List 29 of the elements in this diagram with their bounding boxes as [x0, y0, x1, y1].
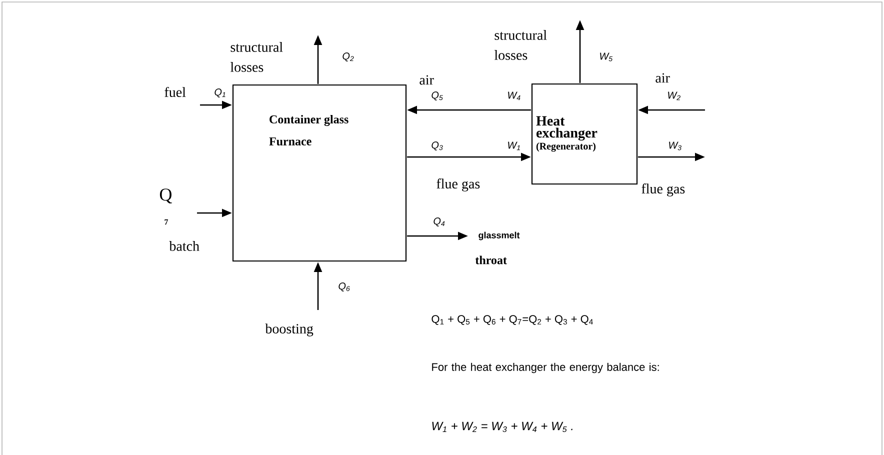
- label: flue gas: [436, 178, 480, 192]
- label: glassmelt: [478, 232, 520, 240]
- label: flue gas: [642, 184, 685, 196]
- edge-label: Q$_{4}$: [434, 218, 445, 226]
- label: structural losses: [230, 42, 283, 72]
- equation: W$_{1}$ + W$_{2}$ = W$_{3}$ + W$_{4}$ + W$_{5}$ .: [432, 422, 572, 432]
- edge-label: W$_{5}$: [600, 52, 613, 62]
- label: air: [656, 73, 670, 83]
- label: structural losses: [494, 30, 547, 60]
- label: boosting: [265, 324, 314, 336]
- exchanger-box: Heat exchanger (Regenerator): [531, 83, 638, 185]
- edge-label: W$_{4}$: [508, 92, 520, 100]
- symbol-label: Q: [160, 188, 172, 204]
- note-text: For the heat exchanger the energy balance is:: [432, 362, 659, 374]
- symbol-label: Q$_{5}$: [432, 92, 443, 100]
- label: air: [420, 75, 434, 85]
- edge-label: Q$_{1}$: [214, 88, 226, 98]
- symbol-label: Q$_{3}$: [432, 142, 443, 150]
- furnace-box: Container glass Furnace: [232, 84, 407, 262]
- edge-label: Q$_{6}$: [338, 282, 350, 292]
- label: fuel: [164, 87, 186, 97]
- index-label: 7: [164, 219, 168, 225]
- edge-label: W$_{2}$: [668, 92, 680, 100]
- label: batch: [169, 241, 200, 251]
- label: throat: [475, 256, 507, 264]
- edge-label: Q$_{2}$: [342, 52, 354, 62]
- edge-label: W$_{3}$: [669, 142, 682, 150]
- edge-label: W$_{1}$: [508, 142, 520, 150]
- equation: Q$_{1}$ + Q$_{5}$ + Q$_{6}$ + Q$_{7}$=Q$_{2}$ + Q$_{3}$ + Q$_{4}$: [432, 315, 593, 325]
